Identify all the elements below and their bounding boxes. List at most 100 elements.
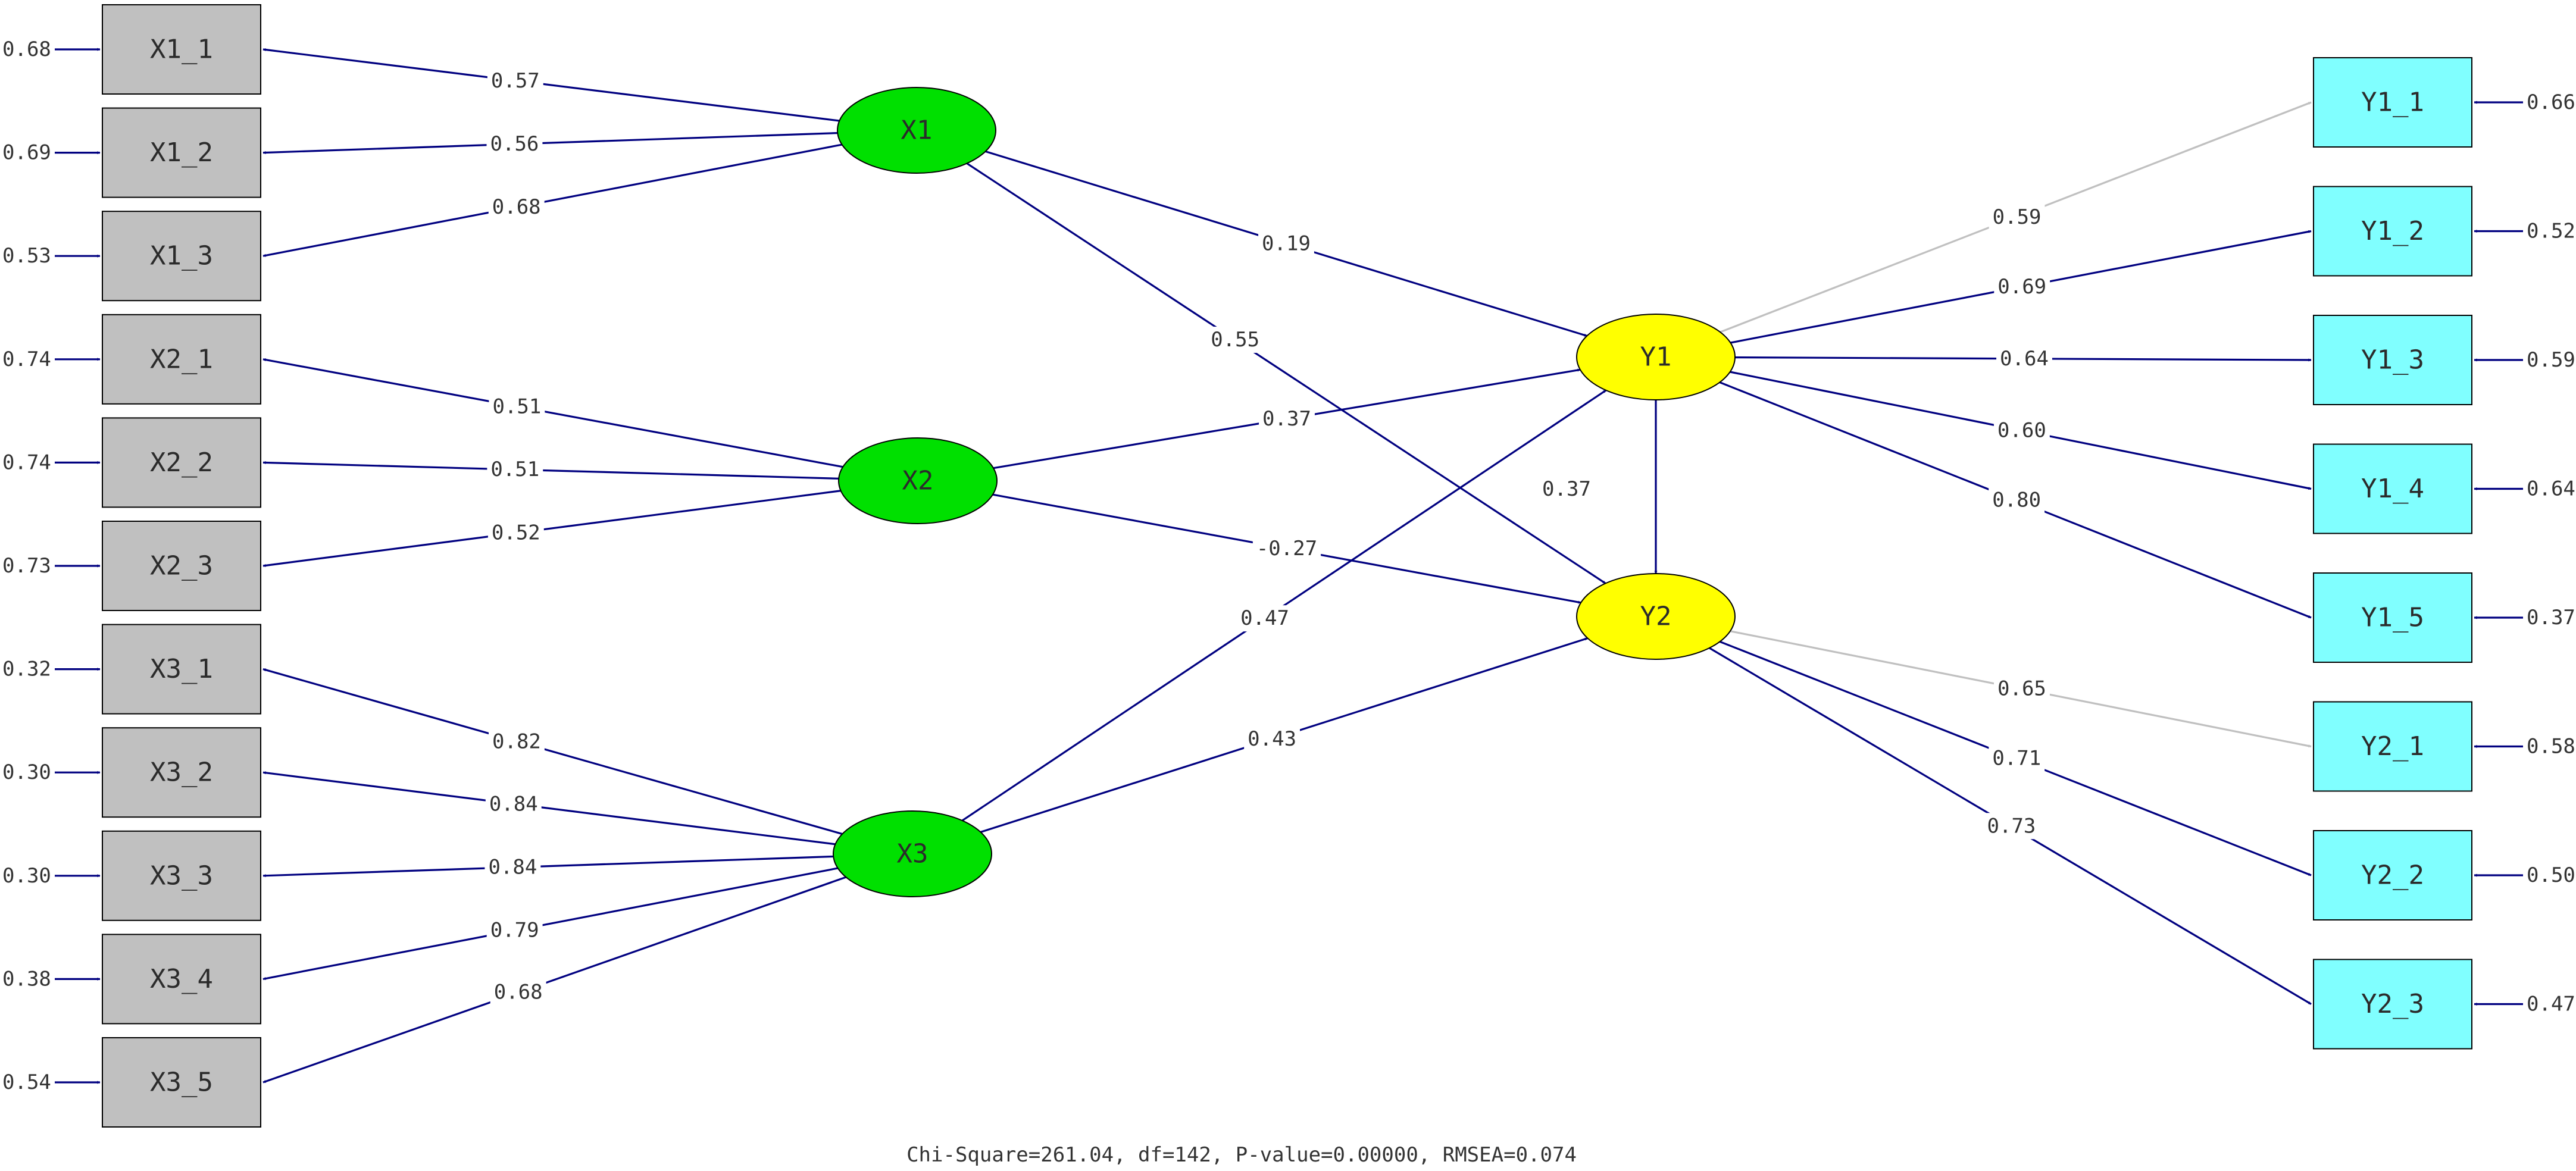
error-variance-y1-2: 0.52 xyxy=(2527,220,2575,243)
indicator-box-x3-4 xyxy=(102,934,261,1025)
error-variance-y1-1: 0.66 xyxy=(2527,90,2575,114)
indicator-label-y2-1: Y2_1 xyxy=(2361,731,2424,762)
error-variance-x2-3: 0.73 xyxy=(2,554,51,578)
indicator-label-y1-2: Y1_2 xyxy=(2361,216,2424,246)
loading-y1-5-background xyxy=(1989,487,2045,514)
indicator-label-y2-2: Y2_2 xyxy=(2361,860,2424,891)
structural-coef-x3-y2: 0.43 xyxy=(1248,727,1296,751)
error-variance-x3-2: 0.30 xyxy=(2,760,51,784)
error-variance-y2-2: 0.50 xyxy=(2527,863,2575,887)
loading-y2-2-background xyxy=(1989,745,2045,772)
structural-coef-x2-y2-background xyxy=(1252,536,1321,562)
indicator-label-x1-2: X1_2 xyxy=(150,137,213,168)
indicator-box-y1-3 xyxy=(2313,315,2472,405)
loading-x1-1-background xyxy=(487,67,543,94)
loading-y2-1-background xyxy=(1994,675,2050,702)
indicator-box-x3-2 xyxy=(102,727,261,818)
structural-coef-x3-y1-background xyxy=(1237,605,1293,632)
structural-coef-y1-y2-background xyxy=(1539,476,1595,502)
loading-x3-4: 0.79 xyxy=(490,918,539,942)
loading-y2-3: 0.73 xyxy=(1987,814,2036,838)
loading-x2-2: 0.51 xyxy=(490,458,539,481)
indicator-label-x3-2: X3_2 xyxy=(150,757,213,788)
nodes-layer: X1_1X1_2X1_3X2_1X2_2X2_3X3_1X3_2X3_3X3_4… xyxy=(102,4,2472,1128)
loading-x3-1: 0.82 xyxy=(492,729,541,753)
loading-path-x3-4 xyxy=(262,867,838,981)
loading-y1-1-background xyxy=(1989,204,2045,231)
latent-x3 xyxy=(833,810,992,897)
loading-path-x2-3 xyxy=(262,490,841,567)
error-variance-y1-4: 0.64 xyxy=(2527,477,2575,501)
structural-path-x1-y2 xyxy=(966,162,1606,584)
indicator-label-x1-3: X1_3 xyxy=(150,241,213,271)
error-variance-x2-2: 0.74 xyxy=(2,450,51,474)
loading-x1-3: 0.68 xyxy=(492,195,541,219)
indicator-box-y2-2 xyxy=(2313,830,2472,920)
loading-x1-1: 0.57 xyxy=(491,69,540,93)
loading-y2-1: 0.65 xyxy=(1997,677,2046,701)
structural-coef-x3-y1: 0.47 xyxy=(1240,606,1289,630)
fit-statistics: Chi-Square=261.04, df=142, P-value=0.000… xyxy=(906,1143,1577,1167)
error-variance-x1-2: 0.69 xyxy=(2,141,51,165)
structural-coef-x1-y1: 0.19 xyxy=(1262,232,1311,256)
indicator-label-x3-5: X3_5 xyxy=(150,1067,213,1098)
latent-x1 xyxy=(837,87,996,174)
structural-coef-x1-y2-background xyxy=(1207,327,1264,353)
loading-x3-1-background xyxy=(489,728,545,755)
indicator-box-y1-2 xyxy=(2313,186,2472,277)
indicator-label-y1-1: Y1_1 xyxy=(2361,87,2424,118)
loading-x3-2: 0.84 xyxy=(489,792,538,816)
loading-x2-1: 0.51 xyxy=(492,394,541,418)
error-variance-x3-1: 0.32 xyxy=(2,657,51,681)
loading-x1-3-background xyxy=(488,193,545,220)
loading-path-x3-5 xyxy=(262,876,846,1084)
loading-path-x2-1 xyxy=(262,358,843,468)
loading-x3-3: 0.84 xyxy=(488,856,537,879)
indicator-box-x2-1 xyxy=(102,314,261,405)
error-variance-x3-5: 0.54 xyxy=(2,1070,51,1094)
error-variance-y1-3: 0.59 xyxy=(2527,348,2575,372)
loading-path-x3-2 xyxy=(262,771,836,846)
loading-x3-5: 0.68 xyxy=(494,980,543,1004)
indicator-box-y1-1 xyxy=(2313,57,2472,148)
indicator-box-x3-3 xyxy=(102,830,261,921)
latent-y1 xyxy=(1576,314,1736,400)
loading-y1-4-background xyxy=(1993,417,2050,444)
error-variance-x2-1: 0.74 xyxy=(2,347,51,371)
loading-y1-3: 0.64 xyxy=(2000,347,2049,371)
latent-label-x2: X2 xyxy=(902,466,934,496)
indicator-box-x1-2 xyxy=(102,107,261,198)
loading-x3-2-background xyxy=(485,791,542,818)
indicator-box-x3-1 xyxy=(102,624,261,715)
loading-y1-5: 0.80 xyxy=(1992,488,2041,512)
loading-path-x3-1 xyxy=(262,668,843,835)
latent-label-y1: Y1 xyxy=(1640,342,1672,372)
error-variance-x1-3: 0.53 xyxy=(2,244,51,268)
indicator-label-x2-1: X2_1 xyxy=(150,344,213,374)
indicator-label-x1-1: X1_1 xyxy=(150,35,213,65)
error-variance-y2-3: 0.47 xyxy=(2527,992,2575,1016)
loading-x1-2-background xyxy=(486,131,543,158)
indicator-label-y1-3: Y1_3 xyxy=(2361,345,2424,375)
loading-x2-2-background xyxy=(487,456,543,483)
loading-y1-4: 0.60 xyxy=(1997,418,2046,442)
loading-path-x1-1 xyxy=(262,48,840,122)
indicator-box-x1-1 xyxy=(102,4,261,95)
indicator-box-x2-3 xyxy=(102,521,261,611)
loading-y2-2: 0.71 xyxy=(1992,747,2041,771)
structural-coef-x1-y2: 0.55 xyxy=(1211,328,1259,352)
loading-x2-3-background xyxy=(487,519,544,546)
indicator-label-y1-5: Y1_5 xyxy=(2361,603,2424,633)
labels-layer: 0.680.690.530.740.740.730.320.300.300.38… xyxy=(2,37,2575,1094)
indicator-box-y1-4 xyxy=(2313,443,2472,534)
loading-y1-3-background xyxy=(1996,345,2052,372)
indicator-label-x2-2: X2_2 xyxy=(150,447,213,478)
latent-label-y2: Y2 xyxy=(1640,602,1672,632)
indicator-label-x2-3: X2_3 xyxy=(150,551,213,581)
latent-y2 xyxy=(1576,573,1736,660)
latent-label-x1: X1 xyxy=(901,115,933,146)
indicator-label-x3-3: X3_3 xyxy=(150,860,213,891)
loading-x3-5-background xyxy=(490,979,546,1006)
loading-path-x2-2 xyxy=(262,461,839,480)
